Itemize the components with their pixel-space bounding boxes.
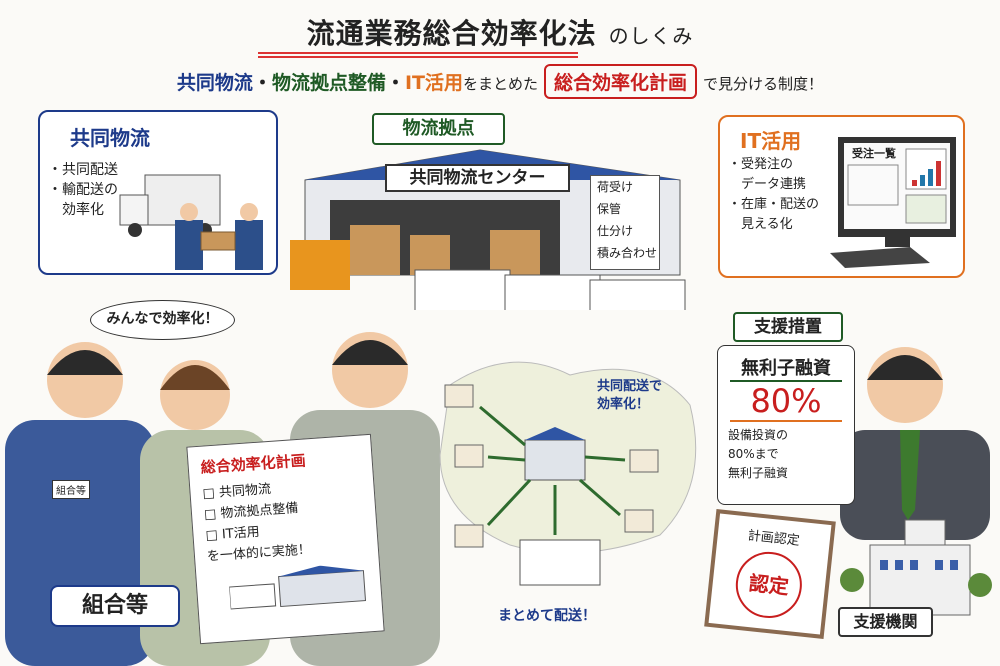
title-main: 流通業務総合効率化法: [306, 17, 597, 50]
subtitle-hub: 物流拠点整備: [271, 72, 386, 94]
subtitle-sep: ・: [385, 72, 405, 94]
it-item: ・受発注の: [728, 157, 794, 172]
it-item: ・在庫・配送の: [728, 197, 820, 212]
it-item: 見える化: [728, 217, 793, 232]
agency-building-icon: [840, 519, 992, 616]
subtitle-it: IT活用: [404, 72, 464, 94]
subtitle-sep: ・: [252, 72, 272, 94]
subtitle: 共同物流・物流拠点整備・IT活用をまとめた総合効率化計画で見分ける制度！: [0, 64, 1000, 99]
hub-function: 仕分け: [597, 224, 634, 238]
subtitle-mid: をまとめた: [463, 75, 539, 93]
warehouse-truck-mini-icon: [228, 565, 367, 610]
loan-rate: 80%: [730, 382, 842, 422]
certification-board: 計画認定 認定: [704, 509, 836, 639]
subtitle-tail: で見分ける制度！: [703, 75, 824, 93]
it-item: データ連携: [728, 177, 807, 192]
computer-monitor-illustration: [830, 137, 956, 268]
it-heading: IT活用: [740, 129, 802, 153]
subtitle-joint: 共同物流: [176, 72, 253, 94]
hub-label: 物流拠点: [372, 113, 505, 145]
official-illustration: [840, 347, 990, 540]
hub-functions-board: 荷受け 保管 仕分け 積み合わせ: [590, 175, 660, 270]
cert-title: 計画認定: [747, 528, 801, 549]
hub-function: 荷受け: [597, 180, 634, 194]
joint-heading: 共同物流: [70, 126, 150, 150]
support-label: 支援措置: [733, 312, 843, 342]
loan-desc: 設備投資の: [728, 428, 789, 442]
subtitle-plan: 総合効率化計画: [544, 64, 698, 99]
joint-delivery-note: 共同配送で 効率化！: [597, 379, 663, 412]
hub-sign: 共同物流センター: [385, 164, 570, 192]
title-underline: [258, 52, 578, 58]
loan-title: 無利子融資: [730, 354, 842, 382]
loan-desc: 無利子融資: [728, 466, 789, 480]
truck-workers-illustration: [119, 174, 263, 270]
joint-logistics-panel: 共同物流 ・共同配送 ・輸配送の 効率化: [38, 110, 278, 275]
loan-desc: 80%まで: [728, 447, 779, 461]
agency-label: 支援機関: [838, 607, 933, 637]
union-label: 組合等: [50, 585, 180, 627]
title-suffix: のしくみ: [608, 24, 694, 48]
plan-board: 総合効率化計画 □ 共同物流 □ 物流拠点整備 □ IT活用 を一体的に実施！: [186, 433, 385, 645]
hub-function: 保管: [597, 202, 622, 216]
joint-item: ・共同配送: [48, 162, 118, 178]
forklift-icon: [290, 240, 350, 290]
delivery-map-illustration: [439, 361, 697, 586]
cert-stamp: 認定: [732, 548, 806, 622]
joint-item: 効率化: [48, 202, 104, 218]
delivery-note: まとめて配送！: [498, 608, 596, 624]
loan-panel: 無利子融資 80% 設備投資の 80%まで 無利子融資: [717, 345, 855, 505]
screen-title: 受注一覧: [852, 147, 896, 160]
page-title: 流通業務総合効率化法のしくみ: [0, 12, 1000, 52]
speech-bubble: みんなで効率化！: [90, 300, 235, 340]
plan-board-title: 総合効率化計画: [200, 451, 307, 477]
hub-function: 積み合わせ: [597, 246, 658, 260]
name-badge: 組合等: [52, 480, 90, 499]
joint-item: ・輸配送の: [48, 182, 118, 198]
